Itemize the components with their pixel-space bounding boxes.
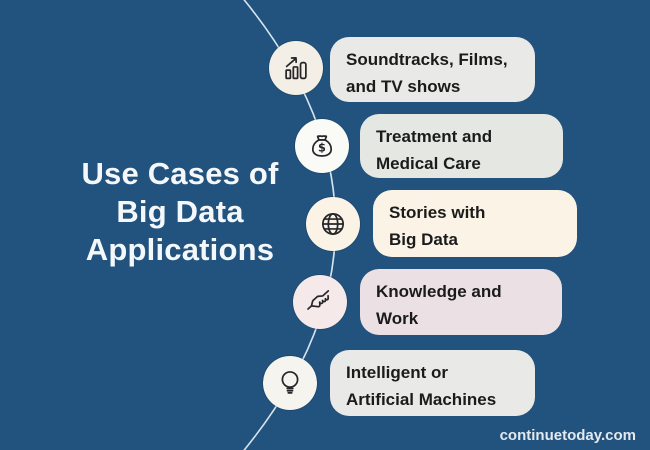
card-label-line: Knowledge and xyxy=(376,282,502,301)
use-case-card-treatment: Treatment and Medical Care xyxy=(360,114,563,178)
page-title: Use Cases of Big Data Applications xyxy=(25,155,335,269)
card-label-line: Big Data xyxy=(389,230,458,249)
money-bag-icon-circle: $ xyxy=(295,119,349,173)
card-label-line: Work xyxy=(376,309,419,328)
card-label-line: Intelligent or xyxy=(346,363,448,382)
money-bag-icon: $ xyxy=(311,135,333,157)
handshake-icon-circle xyxy=(293,275,347,329)
card-label-line: Treatment and xyxy=(376,127,493,146)
svg-text:$: $ xyxy=(318,141,326,155)
watermark: continuetoday.com xyxy=(499,427,636,444)
handshake-icon xyxy=(307,290,330,310)
use-case-card-soundtracks: Soundtracks, Films, and TV shows xyxy=(330,37,535,102)
globe-icon xyxy=(322,213,344,235)
title-line: Applications xyxy=(85,232,275,267)
bar-chart-icon xyxy=(285,57,307,80)
bar-chart-icon-circle xyxy=(269,41,323,95)
use-case-card-stories: Stories with Big Data xyxy=(373,190,577,257)
lightbulb-icon xyxy=(281,371,299,394)
card-label-line: and TV shows xyxy=(346,77,461,96)
card-label-line: Artificial Machines xyxy=(346,390,497,409)
title-line: Use Cases of xyxy=(81,156,279,191)
card-label-line: Soundtracks, Films, xyxy=(346,50,508,69)
title-line: Big Data xyxy=(116,194,244,229)
use-case-card-knowledge: Knowledge and Work xyxy=(360,269,562,335)
globe-icon-circle xyxy=(306,197,360,251)
card-label-line: Medical Care xyxy=(376,154,481,173)
card-label-line: Stories with xyxy=(389,203,486,222)
lightbulb-icon-circle xyxy=(263,356,317,410)
use-case-card-intelligent: Intelligent or Artificial Machines xyxy=(330,350,535,416)
